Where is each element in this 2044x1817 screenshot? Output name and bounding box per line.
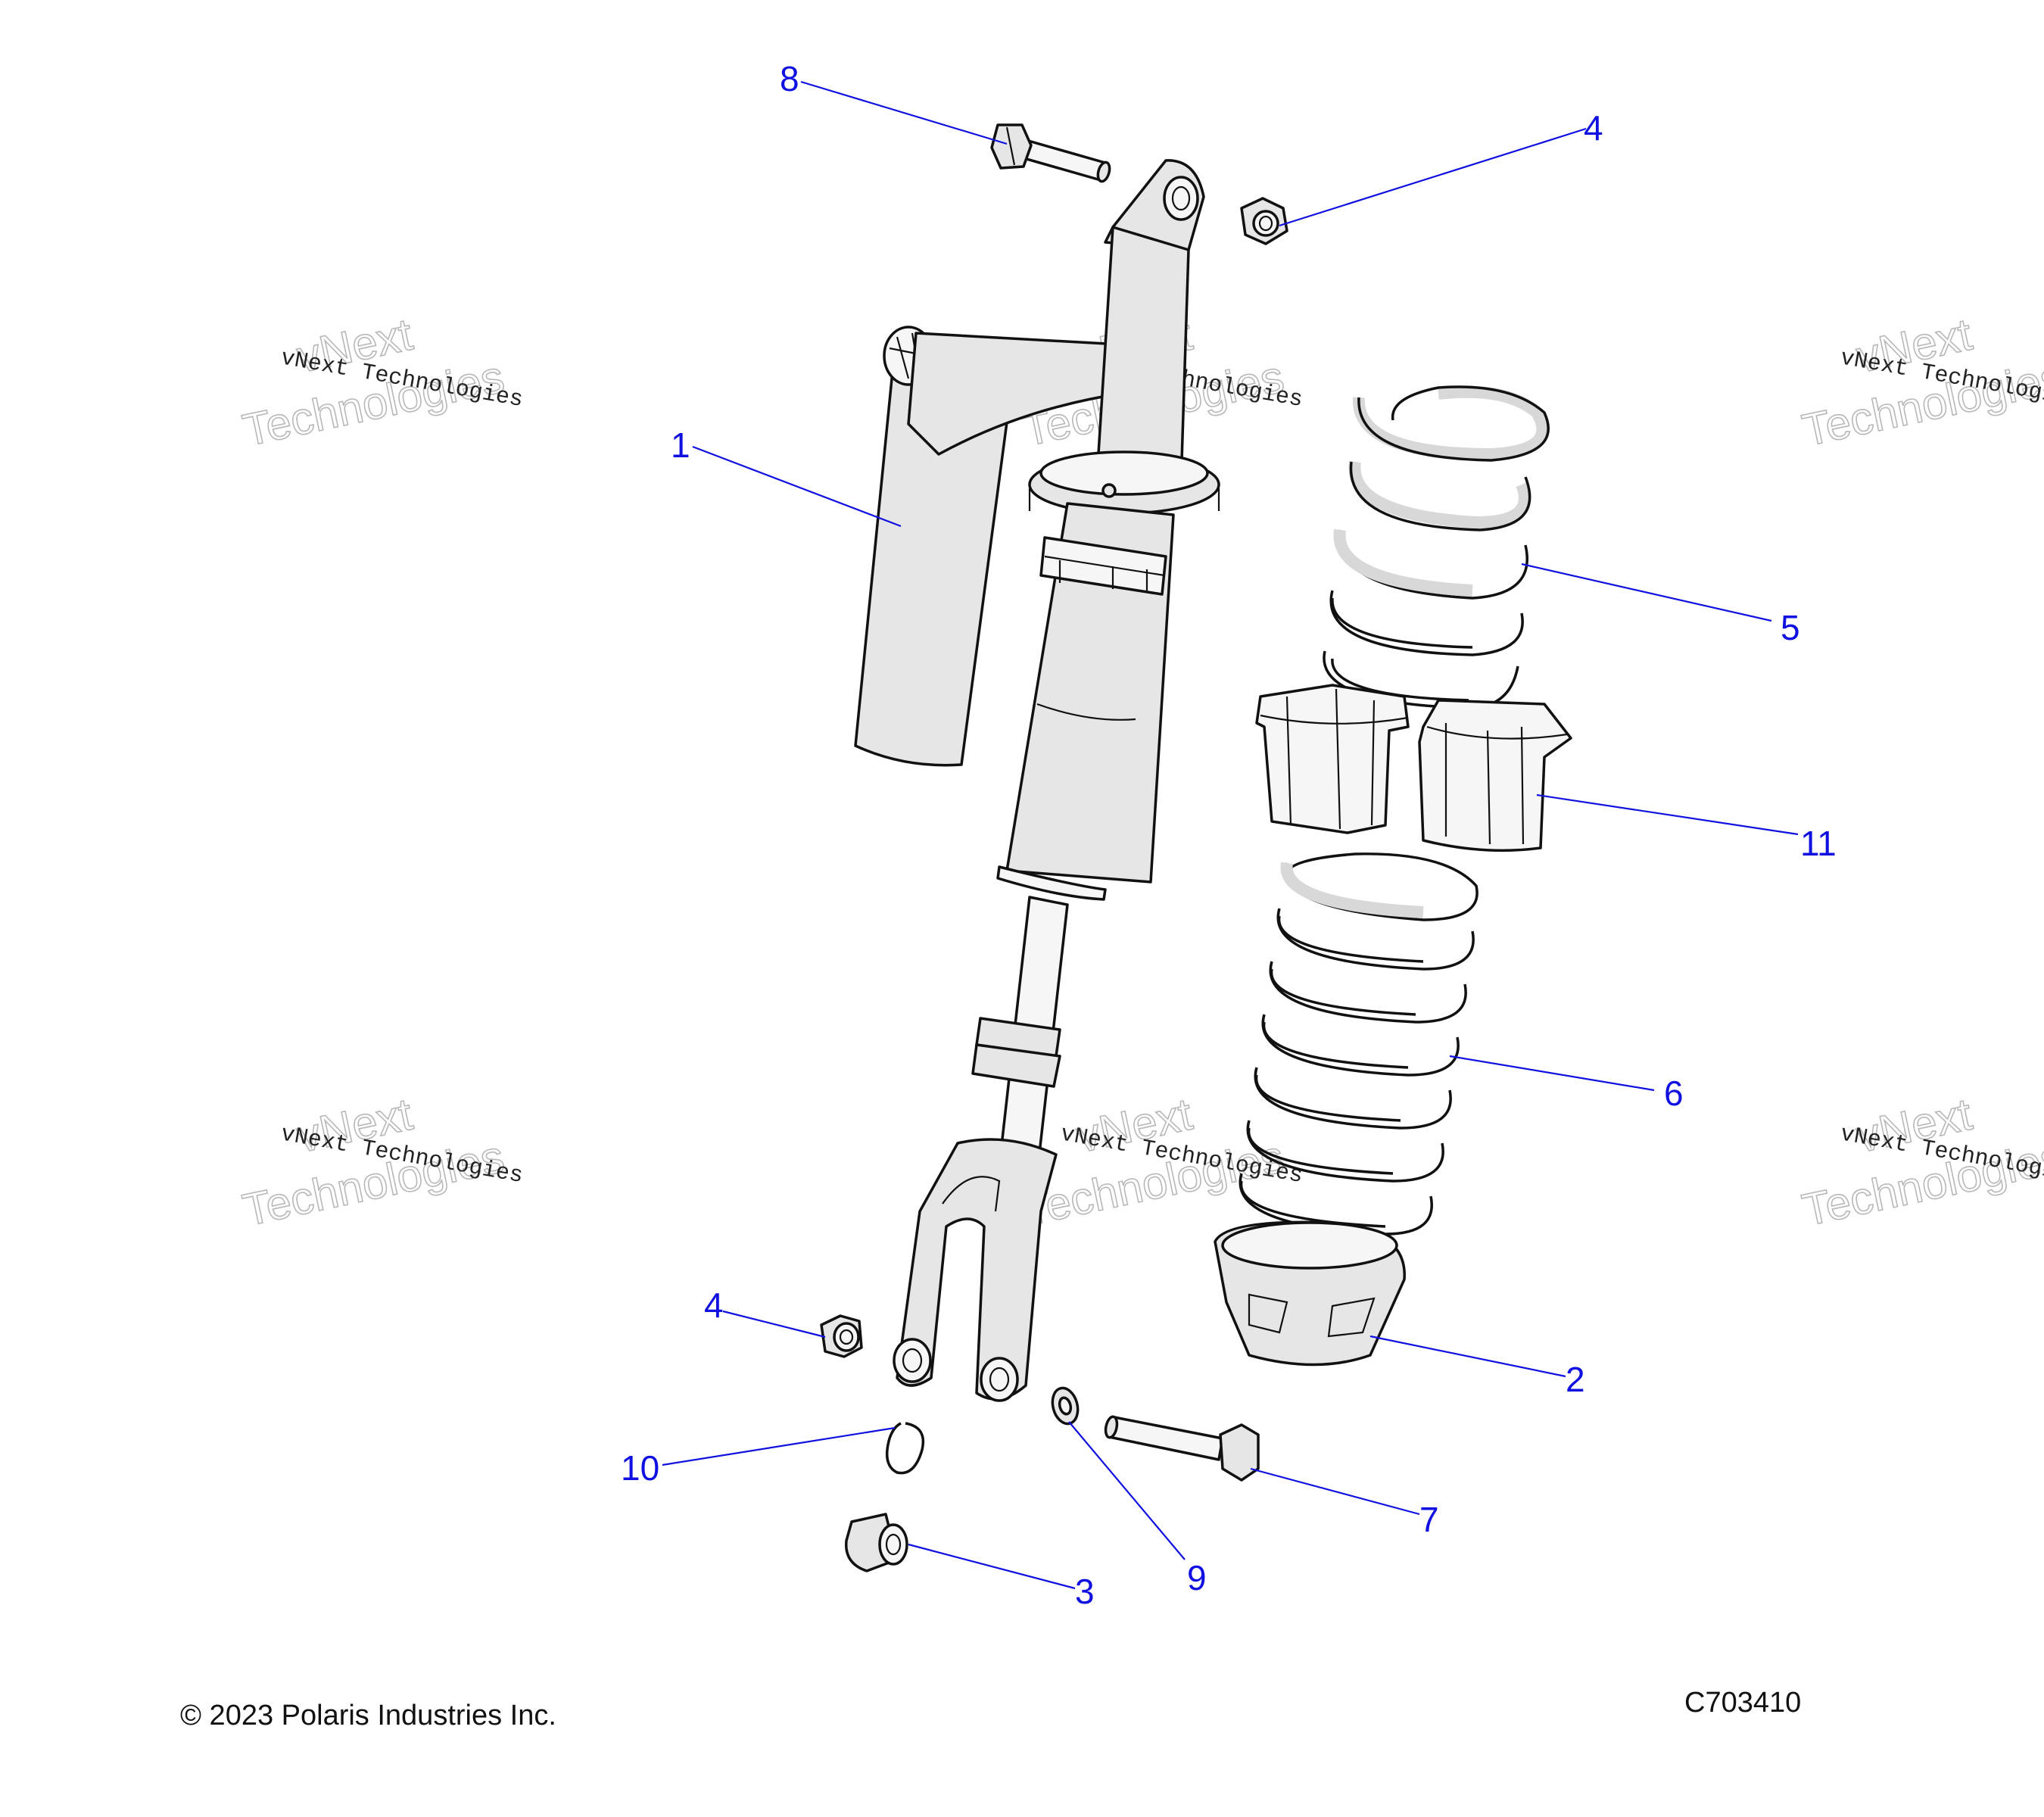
lower-spring-seat — [1214, 1220, 1406, 1367]
leader-1 — [692, 445, 902, 528]
callout-9: 9 — [1187, 1558, 1207, 1597]
leader-lines — [662, 80, 1799, 1590]
callout-3: 3 — [1075, 1572, 1095, 1611]
callout-6: 6 — [1664, 1074, 1684, 1113]
leader-8 — [800, 80, 1008, 145]
lower-coil-spring — [1239, 852, 1478, 1236]
leader-5 — [1521, 563, 1772, 622]
upper-flange-nut — [1240, 197, 1288, 245]
callout-4-lower: 4 — [704, 1286, 724, 1325]
leader-9 — [1068, 1421, 1186, 1560]
callout-8: 8 — [780, 59, 799, 98]
callout-11: 11 — [1800, 824, 1837, 863]
upper-mounting-bolt — [990, 123, 1111, 183]
leader-2 — [1369, 1335, 1566, 1378]
spring-spacer-right — [1418, 699, 1572, 852]
leader-7 — [1250, 1467, 1420, 1516]
shock-absorber-assembly — [854, 159, 1220, 1402]
callout-10: 10 — [621, 1448, 659, 1488]
leader-4b — [1279, 127, 1587, 227]
lower-mounting-bolt — [1104, 1415, 1260, 1482]
leader-6 — [1449, 1055, 1655, 1092]
leader-10 — [662, 1426, 896, 1466]
upper-coil-spring — [1323, 385, 1550, 709]
copyright-notice: © 2023 Polaris Industries Inc. — [180, 1700, 556, 1731]
callout-4-upper: 4 — [1584, 108, 1603, 148]
bushing — [845, 1513, 908, 1572]
callout-1: 1 — [671, 425, 690, 465]
leader-11 — [1536, 793, 1799, 836]
callout-7: 7 — [1419, 1500, 1439, 1539]
leader-3 — [908, 1543, 1076, 1590]
spring-spacer-left — [1255, 684, 1410, 834]
callout-2: 2 — [1566, 1360, 1585, 1399]
callout-5: 5 — [1781, 608, 1800, 647]
callout-labels: 1 2 3 4 4 5 6 7 8 9 10 11 — [621, 59, 1837, 1611]
leader-4a — [722, 1310, 826, 1339]
lower-flange-nut — [820, 1314, 863, 1358]
figure-id-label: C703410 — [1684, 1687, 1802, 1719]
retaining-ring — [885, 1422, 924, 1475]
washer — [1051, 1386, 1080, 1426]
